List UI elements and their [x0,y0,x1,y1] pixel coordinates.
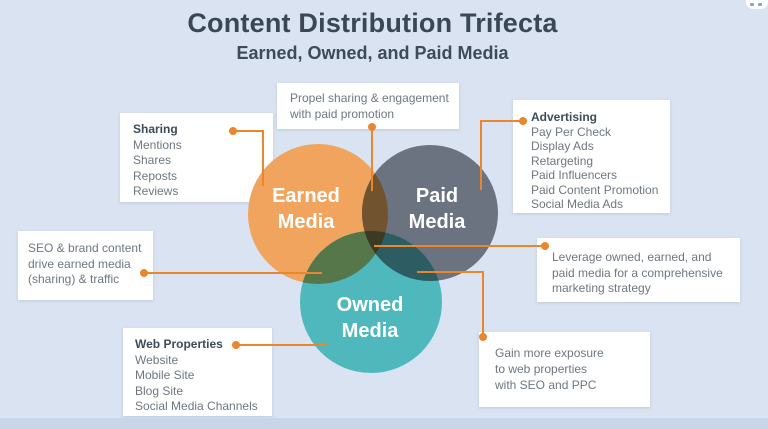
owned-media-label: Owned Media [320,292,420,344]
callout-web-properties-item: Blog Site [135,383,184,398]
page-title: Content Distribution Trifecta [187,8,558,38]
partial-badge [746,0,768,9]
callout-leverage-line: marketing strategy [552,281,651,295]
callout-propel-line: Propel sharing & engagement [290,91,449,105]
callout-gain-line: Gain more exposure [495,346,604,360]
callout-sharing-item: Reviews [133,184,179,198]
callout-seo-line: drive earned media [28,256,131,271]
callout-leverage-line: Leverage owned, earned, and [552,250,712,264]
callout-sharing-item: Mentions [133,137,182,152]
callout-web-properties-heading: Web Properties [135,337,223,351]
callout-propel-line: with paid promotion [290,106,395,121]
earned-paid-overlap [362,145,388,281]
callout-gain-line: with SEO and PPC [495,378,597,392]
badge-mark [758,3,762,6]
center-overlap [362,231,388,281]
callout-web-properties-item: Website [135,352,179,367]
callout-seo: SEO & brand content drive earned media (… [18,231,153,300]
earned-owned-overlap [300,231,388,284]
badge-mark [750,3,754,6]
paid-media-label: Paid Media [387,183,487,235]
paid-media-circle [362,145,498,281]
owned-media-label-line: Media [341,320,399,342]
callout-gain: Gain more exposure to web properties wit… [479,332,650,407]
callout-leverage: Leverage owned, earned, and paid media f… [537,238,740,302]
callout-propel: Propel sharing & engagement with paid pr… [277,83,459,129]
callout-sharing-heading: Sharing [133,122,178,136]
callout-advertising: Advertising Pay Per Check Display Ads Re… [513,100,670,213]
callout-sharing: Sharing Mentions Shares Reposts Reviews [120,113,273,202]
callout-sharing-item: Shares [133,153,172,167]
callout-web-properties-item: Mobile Site [135,368,195,382]
owned-media-label-line: Owned [336,294,404,316]
callout-web-properties-item: Social Media Channels [135,399,258,413]
callout-advertising-item: Social Media Ads [531,197,624,211]
callout-seo-line: (sharing) & traffic [28,272,120,286]
callout-leverage-line: paid media for a comprehensive [552,265,723,280]
callout-advertising-item: Paid Content Promotion [531,182,659,197]
owned-media-circle [300,231,442,373]
callout-advertising-item: Display Ads [531,139,594,153]
bottom-edge-strip [0,418,768,429]
earned-media-label-line: Media [277,211,335,233]
callout-seo-line: SEO & brand content [28,241,142,255]
callout-advertising-heading: Advertising [531,110,598,124]
callout-advertising-item: Paid Influencers [531,168,618,182]
callout-web-properties: Web Properties Website Mobile Site Blog … [123,328,272,416]
page-subtitle: Earned, Owned, and Paid Media [236,43,509,63]
paid-media-label-line: Media [408,211,466,233]
callout-gain-line: to web properties [495,362,588,376]
callout-advertising-item: Pay Per Check [531,124,612,139]
callout-sharing-item: Reposts [133,168,178,183]
paid-media-label-line: Paid [415,185,459,207]
header: Content Distribution Trifecta Earned, Ow… [0,8,745,64]
connector-gain [417,271,484,337]
paid-owned-overlap [362,231,442,281]
callout-advertising-item: Retargeting [531,153,594,168]
